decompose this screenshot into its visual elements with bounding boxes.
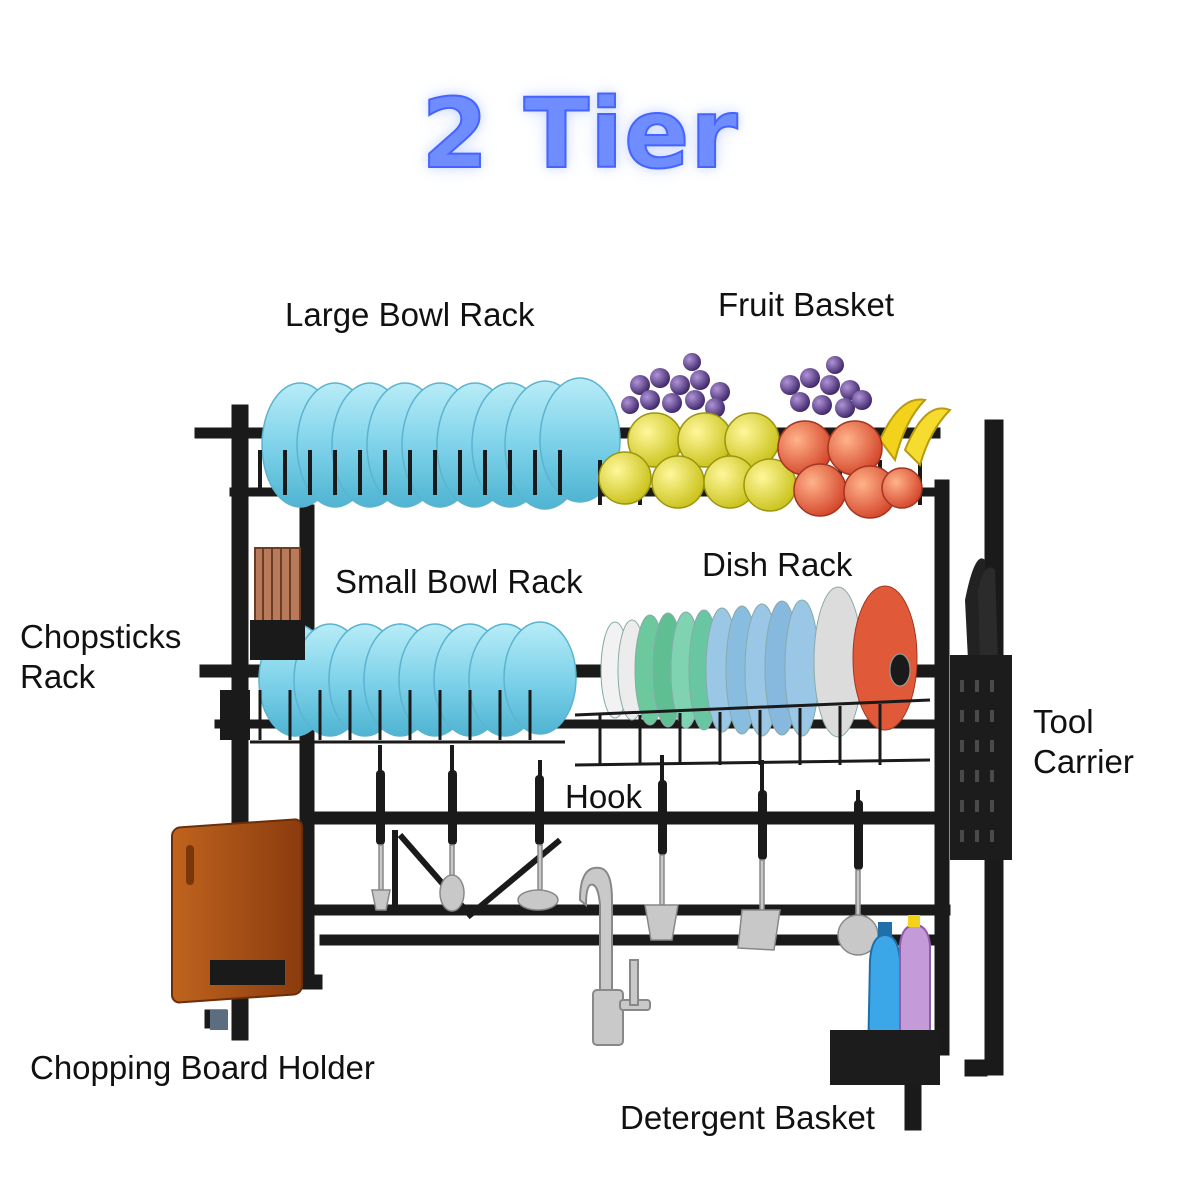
large-bowls [261,377,621,510]
label-chopping-board-holder: Chopping Board Holder [30,1049,375,1086]
tool-carrier-panel [950,558,1012,860]
label-dish-rack: Dish Rack [702,546,853,583]
label-detergent-basket: Detergent Basket [620,1099,875,1136]
label-tool-carrier-line1: Tool [1033,703,1094,740]
label-tool-carrier-line2: Carrier [1033,743,1134,780]
label-chopsticks-rack-line1: Chopsticks [20,618,182,655]
detergent-basket [830,915,940,1085]
label-fruit-basket: Fruit Basket [718,286,895,323]
label-hook: Hook [565,778,643,815]
label-tool-carrier: Tool Carrier [1033,702,1134,782]
plates [600,585,918,738]
label-chopsticks-rack-line2: Rack [20,658,96,695]
label-chopsticks-rack: Chopsticks Rack [20,617,181,697]
label-large-bowl-rack: Large Bowl Rack [285,296,535,333]
fruit [598,353,952,519]
faucet [578,866,651,1046]
chopsticks-holder [220,547,305,740]
chopping-board [171,818,303,1030]
small-bowls [258,621,577,737]
page-title: 2 Tier [420,77,739,191]
label-small-bowl-rack: Small Bowl Rack [335,563,583,600]
